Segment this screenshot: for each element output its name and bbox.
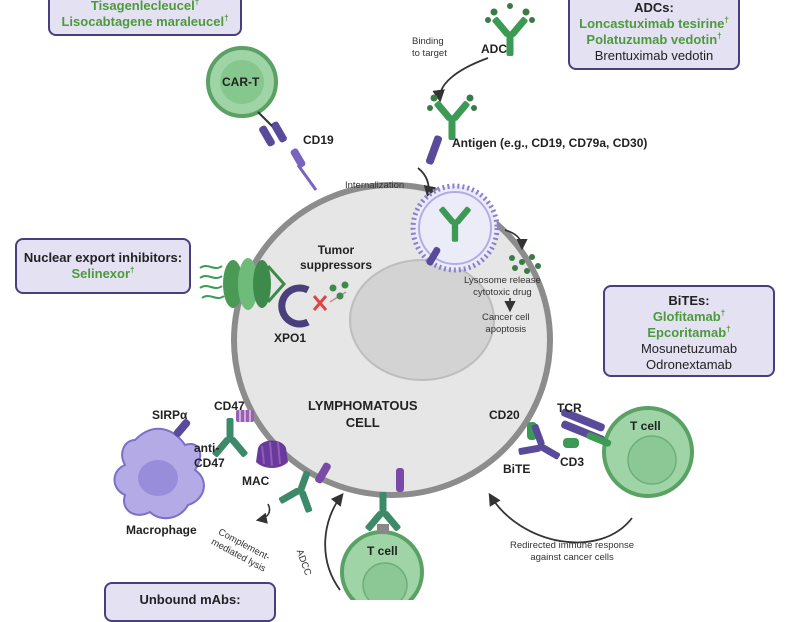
bite-label: BiTE <box>503 462 531 476</box>
bites-title: BiTEs: <box>668 293 710 308</box>
cell-label: LYMPHOMATOUS CELL <box>308 398 418 430</box>
bites-box: BiTEs: Glofitamab† Epcoritamab† Mosunetu… <box>603 285 775 377</box>
cd3-label: CD3 <box>560 455 585 469</box>
release-arrow-icon <box>504 229 528 251</box>
cd3-receptor-icon <box>563 438 579 448</box>
cd20-label: CD20 <box>489 408 520 422</box>
tcell-bottom-label: T cell <box>367 544 398 558</box>
nuclear-pore-icon <box>199 258 287 310</box>
bite-drug-2: Epcoritamab <box>647 325 727 340</box>
lysosome-label: Lysosome release cytotoxic drug <box>464 275 541 298</box>
tumor-suppressors-label: Tumor suppressors <box>300 243 373 272</box>
adc-drug-3: Brentuximab vedotin <box>594 48 714 63</box>
adcs-box: ADCs: Loncastuximab tesirine† Polatuzuma… <box>568 0 740 70</box>
cd20-adcc-receptor-icon <box>396 468 404 492</box>
antigen-receptor-icon <box>425 135 443 165</box>
adcc-arrow-icon <box>324 493 344 591</box>
diagram-canvas <box>113 3 694 600</box>
binding-arrow-icon <box>432 57 489 103</box>
unbound-mabs-box: Unbound mAbs: <box>104 582 276 622</box>
car-receptor-icon <box>257 111 318 191</box>
macrophage-label: Macrophage <box>126 523 197 537</box>
complement-arrow-icon <box>255 503 271 524</box>
tcell-right-label: T cell <box>630 419 661 433</box>
bite-drug-3: Mosunetuzumab <box>640 341 738 356</box>
redirected-label: Redirected immune response against cance… <box>510 540 635 563</box>
cd19-label: CD19 <box>303 133 334 147</box>
adc-drug-2: Polatuzumab vedotin <box>586 32 718 47</box>
tcr-receptor-icon <box>561 408 612 447</box>
cart-drug-1: Tisagenlecleucel <box>90 0 195 13</box>
adc-label: ADC <box>481 42 507 56</box>
unbound-mabs-title: Unbound mAbs: <box>139 592 241 607</box>
cart-drug-2: Lisocabtagene maraleucel <box>61 14 225 29</box>
adc-antibody-icon <box>485 3 535 57</box>
fc-receptor-icon <box>377 524 389 534</box>
endosome-icon <box>410 183 500 273</box>
sirpa-label: SIRPα <box>152 408 188 422</box>
adcs-title: ADCs: <box>634 0 674 15</box>
blocked-x-icon <box>312 295 328 311</box>
binding-label: Binding to target <box>412 36 447 59</box>
apoptosis-label: Cancer cell apoptosis <box>482 312 530 335</box>
anti-cd47-label: anti- CD47 <box>194 441 225 470</box>
bite-drug-4: Odronextamab <box>646 357 732 372</box>
mac-label: MAC <box>242 474 270 488</box>
redirect-arrow-icon <box>488 492 633 544</box>
xpo1-label: XPO1 <box>274 331 307 345</box>
cart-therapy-box: Tisagenlecleucel† Lisocabtagene maraleuc… <box>48 0 242 36</box>
cart-label: CAR-T <box>222 75 260 89</box>
sirpa-receptor-icon <box>173 418 191 438</box>
tcr-label: TCR <box>557 401 582 415</box>
cd47-label: CD47 <box>214 399 245 413</box>
nuclear-export-title: Nuclear export inhibitors: <box>23 250 183 265</box>
antigen-label: Antigen (e.g., CD19, CD79a, CD30) <box>452 136 648 150</box>
tumor-suppressor-icon <box>329 281 349 300</box>
mac-complex-icon <box>256 440 288 468</box>
nuclear-drug-1: Selinexor <box>71 266 131 281</box>
cell-nucleus <box>349 259 495 381</box>
cd47-receptor-icon <box>236 410 254 422</box>
internalization-label: Internalization <box>345 180 405 191</box>
cytotoxic-drug-icon <box>509 254 541 274</box>
nuclear-export-box: Nuclear export inhibitors: Selinexor† <box>15 238 191 294</box>
bound-adc-icon <box>427 94 477 140</box>
xpo1-icon <box>278 284 310 328</box>
bite-drug-1: Glofitamab <box>652 309 721 324</box>
adc-drug-1: Loncastuximab tesirine <box>579 16 725 31</box>
cd20-bottom-receptor-icon <box>315 462 331 484</box>
